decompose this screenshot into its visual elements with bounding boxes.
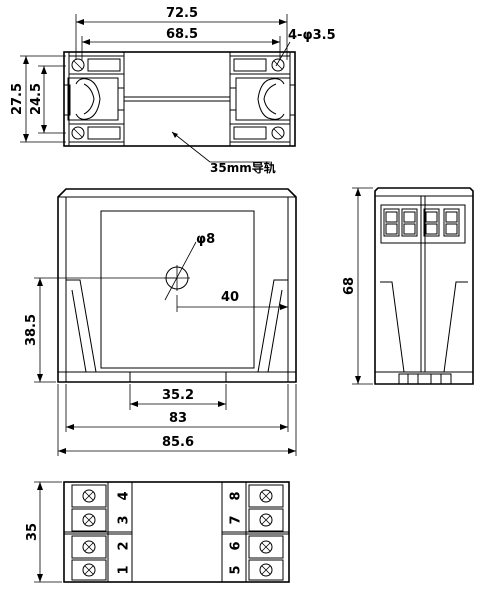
terminal-number-8: 8 (229, 491, 244, 500)
side-view: 68 (342, 187, 474, 385)
dim-27-5: 27.5 (10, 83, 25, 115)
dim-35: 35 (25, 523, 40, 541)
dim-hole-dia: φ8 (196, 232, 215, 247)
screw-icon (259, 513, 273, 527)
dim-hole-offset: 40 (221, 290, 239, 305)
side-terminals (383, 208, 460, 237)
terminal-view: 4 3 2 1 8 7 6 5 35 (25, 481, 290, 583)
dim-38-5: 38.5 (24, 314, 39, 346)
dim-83: 83 (169, 411, 187, 426)
screw-icon (82, 513, 96, 527)
terminal-number-3: 3 (117, 515, 132, 524)
terminal-number-2: 2 (117, 541, 132, 550)
terminal-number-1: 1 (117, 565, 132, 574)
terminal-number-4: 4 (117, 491, 132, 500)
screw-icon (82, 540, 96, 554)
dim-68-5: 68.5 (166, 27, 198, 42)
terminal-number-7: 7 (229, 515, 244, 524)
screw-icon (259, 540, 273, 554)
terminal-number-6: 6 (229, 541, 244, 550)
screw-icon (82, 563, 96, 577)
dim-24-5: 24.5 (29, 83, 44, 115)
top-view: 72.5 68.5 4-φ3.5 27.5 24.5 (10, 6, 336, 175)
dim-68: 68 (342, 277, 357, 295)
dim-35-2: 35.2 (162, 388, 194, 403)
front-view: φ8 40 38.5 35.2 83 85.6 (24, 188, 297, 456)
screw-icon (259, 563, 273, 577)
rail-label: 35mm导轨 (210, 160, 276, 175)
screw-icon (82, 489, 96, 503)
screw-icon (259, 489, 273, 503)
dim-85-6: 85.6 (162, 435, 194, 450)
dim-holes: 4-φ3.5 (288, 28, 336, 43)
dim-72-5: 72.5 (166, 6, 198, 21)
terminal-number-5: 5 (229, 565, 244, 574)
